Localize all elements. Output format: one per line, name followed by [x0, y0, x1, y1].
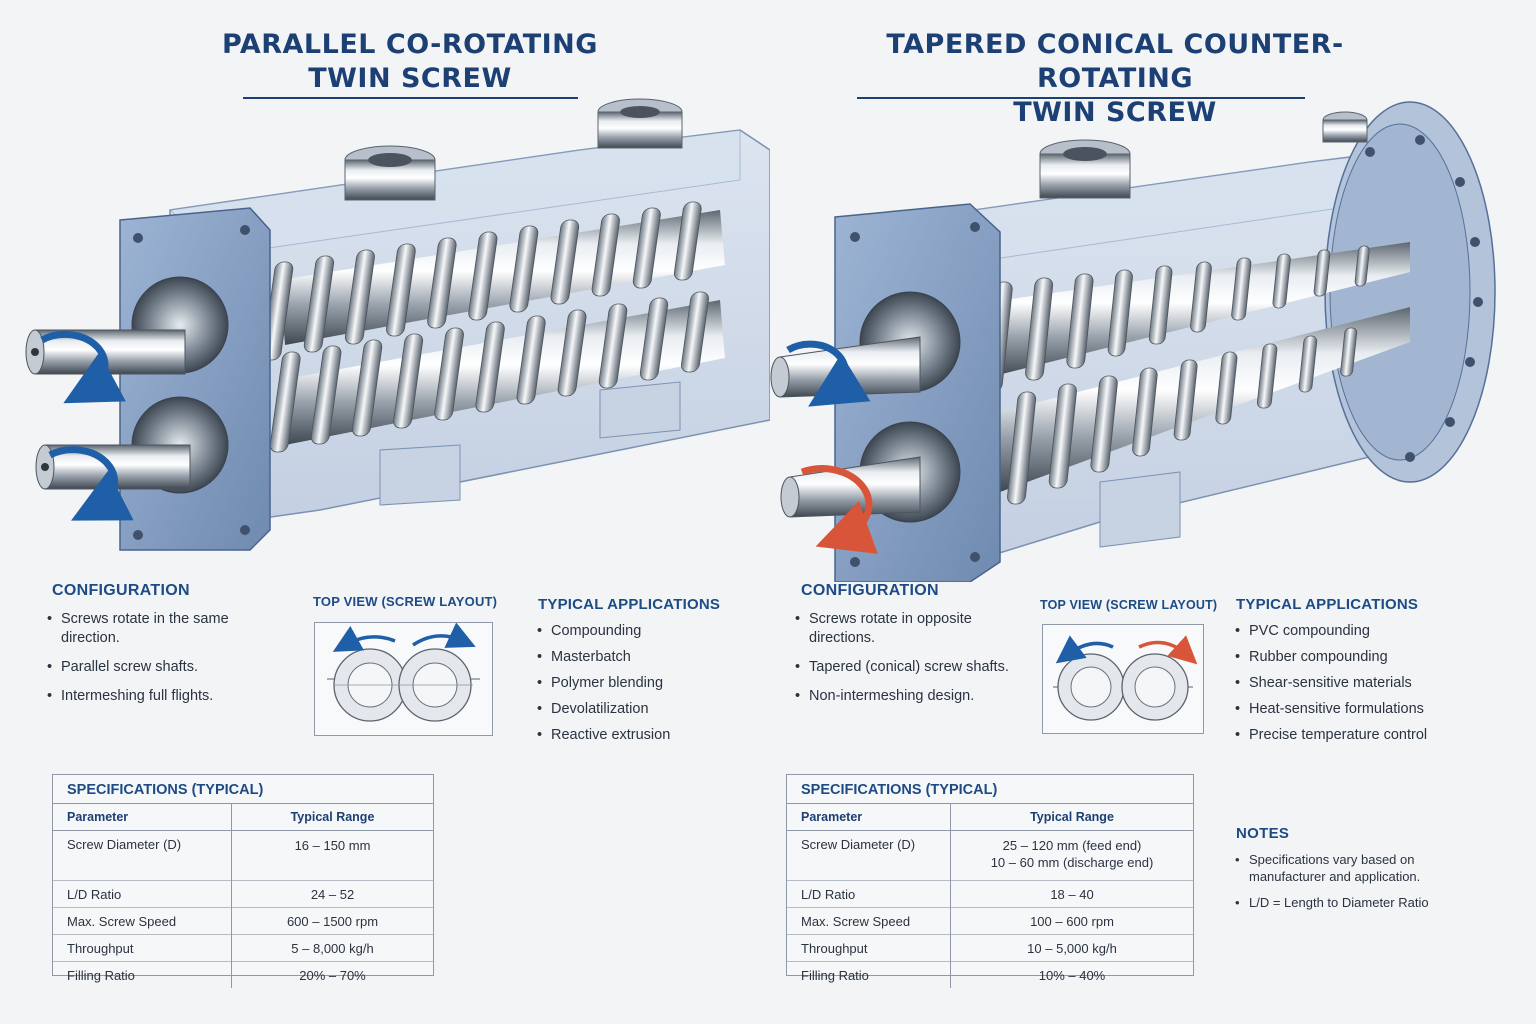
lower-rotation-arrow-icon-red [800, 465, 878, 554]
left-configuration-heading: CONFIGURATION [52, 582, 190, 599]
list-item: Reactive extrusion [537, 726, 737, 745]
table-row: Filling Ratio 10% – 40% [787, 961, 1193, 988]
right-spec-col-param: Parameter [787, 804, 951, 831]
left-spec-title: SPECIFICATIONS (TYPICAL) [53, 775, 433, 804]
left-top-view-heading: TOP VIEW (SCREW LAYOUT) [313, 594, 498, 609]
notes-heading: NOTES [1236, 825, 1290, 842]
table-cell: 18 – 40 [950, 880, 1193, 908]
table-row: L/D Ratio 24 – 52 [53, 880, 433, 908]
left-top-view-diagram [314, 622, 493, 736]
right-configuration-list: Screws rotate in opposite directions. Ta… [795, 610, 1015, 716]
table-cell: 10% – 40% [950, 961, 1193, 988]
left-specifications-table: SPECIFICATIONS (TYPICAL) Parameter Typic… [52, 774, 434, 988]
list-item: Intermeshing full flights. [47, 687, 262, 706]
table-cell: Max. Screw Speed [787, 907, 951, 935]
right-spec-title: SPECIFICATIONS (TYPICAL) [787, 775, 1193, 804]
right-applications-list: PVC compounding Rubber compounding Shear… [1235, 622, 1475, 752]
left-applications-list: Compounding Masterbatch Polymer blending… [537, 622, 737, 752]
list-item: Tapered (conical) screw shafts. [795, 658, 1015, 677]
list-item: Shear-sensitive materials [1235, 674, 1475, 693]
table-cell: 24 – 52 [231, 880, 433, 908]
right-topview-arrow-left-icon [1055, 635, 1114, 664]
right-title-rule [857, 97, 1305, 99]
right-title: TAPERED CONICAL COUNTER-ROTATING TWIN SC… [830, 28, 1400, 130]
list-item: Compounding [537, 622, 737, 641]
table-row: Max. Screw Speed 600 – 1500 rpm [53, 907, 433, 935]
left-configuration-list: Screws rotate in the same direction. Par… [47, 610, 262, 716]
right-applications-heading: TYPICAL APPLICATIONS [1236, 596, 1419, 613]
table-cell: 10 – 5,000 kg/h [950, 934, 1193, 962]
list-item: Parallel screw shafts. [47, 658, 262, 677]
left-applications-heading: TYPICAL APPLICATIONS [538, 596, 721, 613]
upper-conical-screw [983, 242, 1410, 393]
table-cell: 16 – 150 mm [231, 830, 433, 881]
table-row: Throughput 10 – 5,000 kg/h [787, 934, 1193, 962]
list-item: Heat-sensitive formulations [1235, 700, 1475, 719]
left-title: PARALLEL CO-ROTATING TWIN SCREW [190, 28, 630, 96]
list-item: Devolatilization [537, 700, 737, 719]
table-cell: 600 – 1500 rpm [231, 907, 433, 935]
table-cell: 20% – 70% [231, 961, 433, 988]
list-item: Polymer blending [537, 674, 737, 693]
left-title-line2: TWIN SCREW [308, 63, 512, 94]
table-row: Filling Ratio 20% – 70% [53, 961, 433, 988]
table-cell: Throughput [53, 934, 232, 962]
table-cell: Screw Diameter (D) [787, 830, 951, 881]
list-item: Precise temperature control [1235, 726, 1475, 745]
list-item: Non-intermeshing design. [795, 687, 1015, 706]
table-cell: Filling Ratio [787, 961, 951, 988]
left-spec-col-param: Parameter [53, 804, 232, 831]
table-cell: 25 – 120 mm (feed end) 10 – 60 mm (disch… [950, 830, 1193, 881]
right-top-view-diagram [1042, 624, 1204, 734]
table-cell: Screw Diameter (D) [53, 830, 232, 881]
upper-rotation-arrow-icon [786, 340, 871, 407]
list-item: PVC compounding [1235, 622, 1475, 641]
table-row: L/D Ratio 18 – 40 [787, 880, 1193, 908]
table-cell: L/D Ratio [787, 880, 951, 908]
list-item: Rubber compounding [1235, 648, 1475, 667]
left-title-line1: PARALLEL CO-ROTATING [222, 29, 598, 60]
table-cell: Filling Ratio [53, 961, 232, 988]
conical-twin-screw-illustration [770, 101, 1496, 582]
table-cell: 5 – 8,000 kg/h [231, 934, 433, 962]
notes-list: Specifications vary based on manufacture… [1235, 851, 1475, 920]
upper-screw [262, 201, 725, 361]
left-title-rule [243, 97, 578, 99]
table-cell-line2: 10 – 60 mm (discharge end) [990, 855, 1154, 870]
list-item: Specifications vary based on manufacture… [1235, 851, 1475, 885]
upper-rotation-arrow-icon [40, 330, 126, 404]
right-top-view-heading: TOP VIEW (SCREW LAYOUT) [1040, 598, 1218, 612]
left-topview-arrow-right-icon [412, 622, 476, 648]
list-item: L/D = Length to Diameter Ratio [1235, 894, 1475, 911]
right-title-line2: TWIN SCREW [1013, 97, 1217, 128]
table-cell: 100 – 600 rpm [950, 907, 1193, 935]
table-cell: Max. Screw Speed [53, 907, 232, 935]
right-specifications-table: SPECIFICATIONS (TYPICAL) Parameter Typic… [786, 774, 1194, 988]
table-cell: L/D Ratio [53, 880, 232, 908]
list-item: Screws rotate in the same direction. [47, 610, 262, 648]
table-row: Screw Diameter (D) 16 – 150 mm [53, 830, 433, 881]
right-topview-arrow-right-icon [1138, 635, 1198, 665]
list-item: Masterbatch [537, 648, 737, 667]
left-spec-col-range: Typical Range [231, 804, 433, 831]
table-cell-line1: 25 – 120 mm (feed end) [1002, 838, 1142, 853]
right-title-line1: TAPERED CONICAL COUNTER-ROTATING [886, 29, 1344, 94]
table-row: Max. Screw Speed 100 – 600 rpm [787, 907, 1193, 935]
table-cell: Throughput [787, 934, 951, 962]
right-configuration-heading: CONFIGURATION [801, 582, 939, 599]
lower-rotation-arrow-icon [48, 446, 134, 521]
lower-conical-screw [1000, 307, 1410, 505]
parallel-twin-screw-illustration [25, 98, 770, 551]
right-spec-col-range: Typical Range [950, 804, 1193, 831]
left-topview-arrow-left-icon [332, 625, 396, 652]
lower-screw [269, 291, 725, 453]
table-row: Throughput 5 – 8,000 kg/h [53, 934, 433, 962]
list-item: Screws rotate in opposite directions. [795, 610, 1015, 648]
table-row: Screw Diameter (D) 25 – 120 mm (feed end… [787, 830, 1193, 881]
